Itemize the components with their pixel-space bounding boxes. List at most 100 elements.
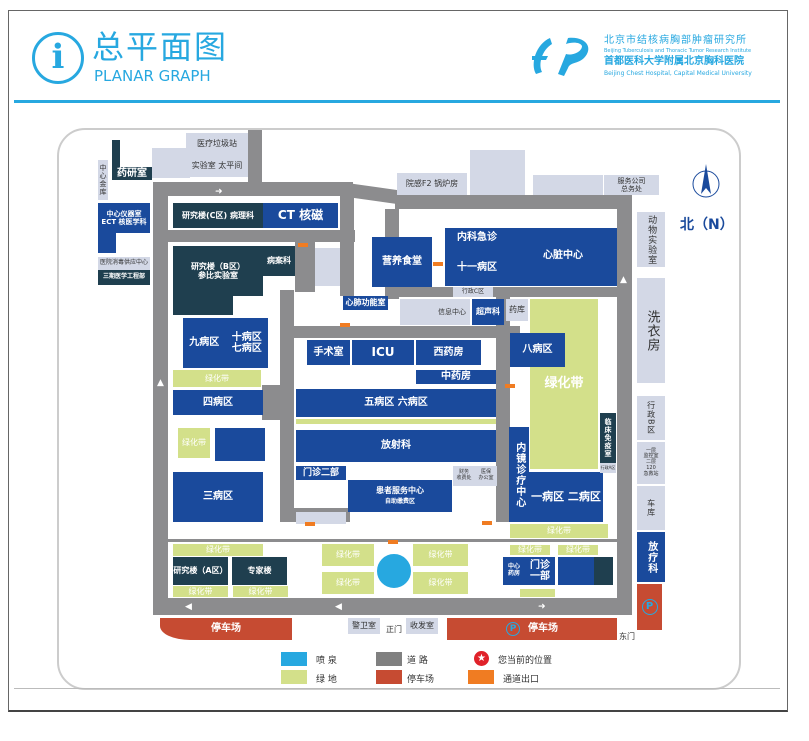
- road: [248, 130, 262, 190]
- building-menzhen2: 门诊二部: [296, 466, 346, 480]
- road: [395, 195, 632, 209]
- building-xiyao: 西药房: [416, 340, 481, 365]
- road: [385, 287, 620, 297]
- greenbelt: 绿化带: [558, 545, 598, 555]
- road: [617, 196, 632, 615]
- hospital-name-en-1: Beijing Tuberculosis and Thoracic Tumor …: [604, 48, 752, 54]
- exit-marker: [388, 540, 398, 544]
- label-east-gate: 东门: [619, 632, 635, 641]
- building-wu-liu: 五病区 六病区: [296, 389, 496, 417]
- legend-label: 通道出口: [503, 675, 540, 685]
- building: [173, 296, 233, 315]
- parking-icon: P: [641, 599, 658, 615]
- building-huanzhe: 患者服务中心 自助缴费区: [348, 480, 452, 512]
- compass-label: 北（N）: [680, 217, 734, 233]
- building-xiaodu: 医院消毒供应中心: [98, 257, 150, 270]
- building-ba: 八病区: [510, 333, 565, 367]
- building-yuangan: 院感F2 锅炉房: [397, 173, 467, 195]
- parking-south: P 停车场: [447, 618, 617, 640]
- hospital-name-en-2: Beijing Chest Hospital, Capital Medical …: [604, 70, 752, 77]
- page-subtitle: PLANAR GRAPH: [94, 67, 211, 85]
- building-shoufa: 收发室: [406, 618, 438, 634]
- road: [153, 598, 632, 615]
- page-title: 总平面图: [92, 28, 229, 66]
- page-frame: [8, 10, 788, 712]
- legend-label: 您当前的位置: [498, 656, 553, 666]
- parking-east: P: [637, 584, 662, 630]
- greenbelt-big: 绿化带: [530, 299, 598, 469]
- greenbelt: 绿化带: [173, 544, 263, 556]
- building-zhongyao: 中药房: [416, 370, 496, 384]
- building: [112, 140, 120, 180]
- arrow-left-icon: ◀: [335, 602, 342, 612]
- exit-marker: [433, 262, 443, 266]
- legend-swatch-green: [281, 670, 307, 684]
- greenbelt: 绿化带: [510, 524, 608, 538]
- building: [152, 148, 190, 178]
- star-icon: ★: [474, 651, 489, 666]
- building-shiyan-taiping: 实验室 太平间: [186, 155, 248, 177]
- road: [280, 326, 520, 338]
- building-yingyang: 营养食堂: [372, 237, 432, 287]
- hospital-name-cn-2: 首都医科大学附属北京胸科医院: [604, 56, 744, 67]
- arrow-right-icon: ➜: [538, 602, 546, 612]
- building-xinxi: 信息中心: [400, 299, 470, 325]
- hospital-name-cn-1: 北京市结核病胸部肿瘤研究所: [604, 35, 747, 46]
- building-yi-er: 一病区 二病区: [529, 472, 603, 522]
- campus-map: [57, 128, 741, 690]
- building-dongwu: 动物实验室: [637, 212, 665, 267]
- greenbelt: 绿化带: [178, 428, 210, 458]
- arrow-left-icon: ◀: [185, 602, 192, 612]
- building-jiankong: 一层 监控室 二层 120 急救站: [637, 442, 665, 484]
- building-xiyi: 洗衣房: [637, 278, 665, 383]
- greenbelt: 绿化带: [173, 370, 261, 387]
- building-ect: 中心仪器室 ECT 核医学科: [98, 203, 150, 233]
- hospital-logo-icon: [532, 37, 589, 76]
- arrow-up-icon: ▲: [620, 275, 627, 285]
- header-divider: [14, 100, 780, 103]
- building-icu: ICU: [352, 340, 414, 365]
- greenbelt: 绿化带: [413, 544, 468, 566]
- road: [295, 242, 315, 292]
- building-xingzheng-a: 行政A区: [600, 463, 616, 473]
- building-yanjiu-a: 研究楼（A区）: [173, 557, 228, 585]
- building-bingan: 病案科: [263, 246, 295, 276]
- building: [98, 233, 116, 253]
- greenbelt: 绿化带: [233, 586, 288, 597]
- label-menzhen1: 门诊 一部: [529, 559, 550, 583]
- building-yaoku: 药库: [506, 299, 528, 321]
- building: [315, 248, 340, 286]
- building-laji: 医疗垃圾站: [186, 133, 248, 155]
- building-caiwu: 财务 收费处: [453, 466, 475, 486]
- label-zhongxinyaofang: 中心 药房: [507, 563, 520, 577]
- exit-marker: [298, 243, 308, 247]
- building-yaoyanshi: 药研室: [112, 167, 152, 180]
- legend-swatch-road: [376, 652, 402, 666]
- legend-label: 喷 泉: [316, 656, 337, 666]
- label-zizhu: 自助缴费区: [384, 498, 415, 506]
- building-yibao: 医保 办公室: [475, 466, 497, 486]
- building-jiu-shi-qi: 九病区 十病区 七病区: [183, 318, 268, 368]
- building: [296, 512, 346, 524]
- footer-divider: [14, 688, 780, 689]
- building-cheku: 车库: [637, 486, 665, 530]
- label-neike: 内科急诊: [457, 232, 497, 243]
- building-yixuegongcheng: 三期医学工程部: [98, 270, 150, 285]
- north-arrow-icon: [692, 164, 720, 198]
- building-yanjiu-c: 研究楼(C区) 病理科: [173, 203, 263, 228]
- road: [262, 385, 282, 420]
- legend-swatch-fountain: [281, 652, 307, 666]
- greenbelt: 绿化带: [413, 572, 468, 594]
- building-fangshe: 放射科: [296, 430, 496, 462]
- building-xinfei: 心肺功能室: [343, 296, 388, 310]
- building-si: 四病区: [173, 390, 263, 415]
- road: [153, 182, 168, 615]
- building-fangliao: 放疗科: [637, 532, 665, 582]
- building-xingzheng-b: 行政B区: [637, 396, 665, 440]
- greenbelt: 绿化带: [322, 572, 374, 594]
- greenbelt: 绿化带: [510, 545, 550, 555]
- greenbelt: [296, 419, 496, 424]
- building: [215, 428, 265, 461]
- arrow-up-icon: ▲: [157, 378, 164, 388]
- building-zhuanjia: 专家楼: [232, 557, 287, 585]
